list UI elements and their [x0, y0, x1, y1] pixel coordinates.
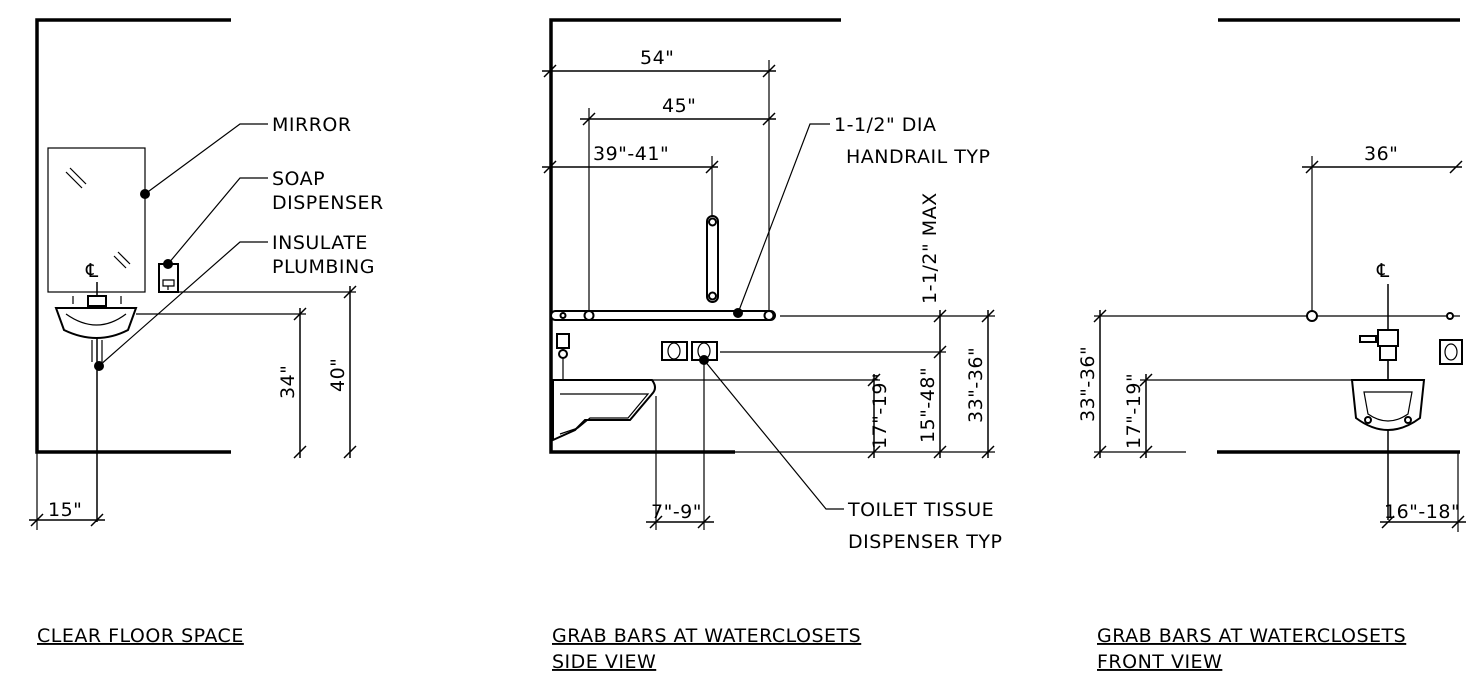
side-view-title-line1: GRAB BARS AT WATERCLOSETS — [552, 625, 861, 647]
clear-floor-view: ℄ MIRROR SOAP DISPENSER — [29, 18, 384, 647]
wall-outline-side — [549, 18, 841, 454]
front-view-title-line2: FRONT VIEW — [1097, 651, 1222, 673]
dim-7-9 — [646, 360, 714, 530]
horizontal-grab-bar — [550, 310, 776, 321]
dim-45 — [580, 108, 776, 311]
toilet-front — [1350, 379, 1426, 431]
dim-34-label: 34" — [277, 365, 299, 399]
dim-7-9-label: 7"-9" — [651, 501, 702, 523]
dim-36 — [1302, 156, 1463, 311]
front-centerline-symbol: ℄ — [1376, 260, 1390, 282]
dim-15 — [29, 452, 105, 530]
dim-54-label: 54" — [640, 47, 674, 69]
side-view-title-line2: SIDE VIEW — [552, 651, 656, 673]
handrail-label-line2: HANDRAIL TYP — [846, 146, 990, 168]
front-flush-valve — [1359, 329, 1399, 378]
front-view: ℄ 36" 33"-36" — [1077, 18, 1466, 673]
dim-40-label: 40" — [327, 358, 349, 392]
wall-outline — [35, 18, 231, 454]
front-dispenser — [1439, 339, 1463, 365]
tissue-label-line1: TOILET TISSUE — [847, 499, 994, 521]
soap-label-line1: SOAP — [272, 168, 325, 190]
dim-17-19-front — [1139, 373, 1352, 459]
dim-33-36-front — [1093, 309, 1107, 459]
insulate-label-line2: PLUMBING — [272, 256, 375, 278]
dim-40 — [178, 285, 357, 459]
handrail-leader — [733, 123, 830, 318]
dim-54 — [542, 60, 776, 311]
dim-33-36-front-label: 33"-36" — [1077, 346, 1099, 422]
dim-39-41-label: 39"-41" — [593, 143, 669, 165]
insulate-leader — [94, 241, 268, 371]
dim-17-19-label: 17"-19" — [869, 373, 891, 449]
flush-valve — [556, 333, 570, 380]
front-view-title-line1: GRAB BARS AT WATERCLOSETS — [1097, 625, 1406, 647]
right-dimension-group — [652, 309, 995, 459]
lavatory — [54, 295, 138, 362]
dim-15-label: 15" — [48, 499, 82, 521]
vertical-grab-bar — [706, 215, 719, 303]
dim-17-19-front-label: 17"-19" — [1123, 373, 1145, 449]
tissue-leader — [699, 355, 844, 510]
soap-label-line2: DISPENSER — [272, 192, 384, 214]
toilet-side — [552, 379, 656, 442]
dim-45-label: 45" — [662, 95, 696, 117]
clear-floor-title: CLEAR FLOOR SPACE — [37, 625, 244, 647]
dim-16-18-label: 16"-18" — [1384, 501, 1460, 523]
soap-leader — [163, 177, 268, 269]
dim-15-48-label: 15"-48" — [917, 367, 939, 443]
mirror-label: MIRROR — [272, 114, 352, 136]
side-view: 54" 45" 39"-41" 1-1/2" DIA HANDRAIL TYP … — [542, 18, 1002, 673]
front-grab-bar — [1094, 310, 1460, 322]
tissue-label-line2: DISPENSER TYP — [848, 531, 1002, 553]
dim-39-41 — [542, 156, 719, 216]
toilet-tissue-dispenser — [661, 341, 718, 361]
dim-max-label: 1-1/2" MAX — [919, 192, 941, 304]
dim-36-label: 36" — [1364, 143, 1398, 165]
insulate-label-line1: INSULATE — [272, 232, 368, 254]
centerline-symbol: ℄ — [85, 260, 99, 282]
dim-16-18 — [1380, 452, 1466, 532]
mirror-leader — [140, 123, 268, 199]
handrail-label-line1: 1-1/2" DIA — [834, 114, 937, 136]
dim-34 — [136, 307, 307, 459]
dim-33-36-label: 33"-36" — [965, 347, 987, 423]
